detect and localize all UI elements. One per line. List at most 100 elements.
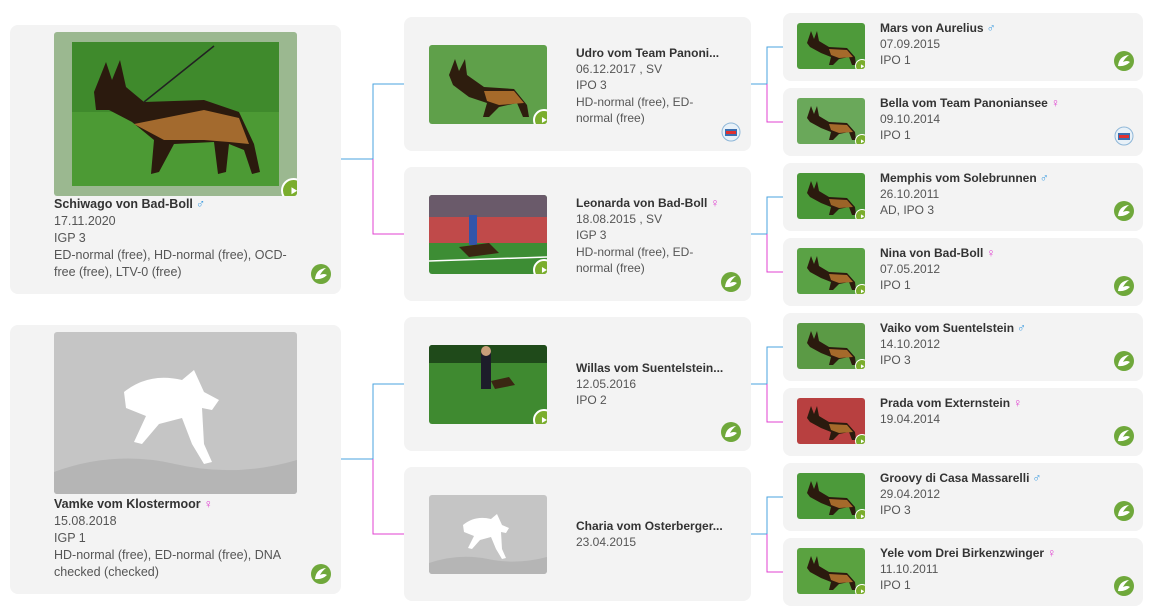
play-video-icon[interactable] [533, 109, 547, 124]
title: IGP 3 [576, 228, 607, 243]
birth-date: 17.11.2020 [54, 213, 116, 228]
play-video-icon[interactable] [855, 284, 865, 294]
dog-photo[interactable] [429, 45, 547, 124]
dog-photo[interactable] [797, 248, 865, 294]
dog-name[interactable]: Mars von Aurelius♂ [880, 21, 996, 35]
female-icon: ♀ [1047, 546, 1057, 560]
dog-photo-placeholder [429, 495, 547, 574]
ancestor-card-sds[interactable]: Memphis vom Solebrunnen♂ 26.10.2011 AD, … [783, 163, 1143, 231]
sire-card[interactable]: Schiwago von Bad-Boll♂ 17.11.2020 IGP 3 … [10, 25, 341, 294]
leaf-logo-icon[interactable] [310, 263, 332, 285]
play-video-icon[interactable] [855, 434, 865, 444]
title: AD, IPO 3 [880, 203, 935, 218]
leaf-logo-icon[interactable] [1113, 350, 1135, 372]
play-video-icon[interactable] [855, 134, 865, 144]
ancestor-card-dds[interactable]: Groovy di Casa Massarelli♂ 29.04.2012 IP… [783, 463, 1143, 531]
dam-dam-card[interactable]: Charia vom Osterberger... 23.04.2015 [404, 467, 751, 601]
title: IGP 1 [54, 530, 86, 545]
female-icon: ♀ [986, 246, 996, 260]
health: ED-normal (free), HD-normal (free), OCD-… [54, 247, 287, 279]
dog-photo[interactable] [797, 473, 865, 519]
male-icon: ♂ [1039, 171, 1049, 185]
title: IPO 3 [880, 353, 911, 368]
dog-name[interactable]: Willas vom Suentelstein... [576, 361, 724, 375]
title: IPO 1 [880, 53, 911, 68]
sire-photo[interactable] [54, 32, 297, 196]
sire-sire-card[interactable]: Udro vom Team Panoni... 06.12.2017 , SV … [404, 17, 751, 151]
play-video-icon[interactable] [855, 584, 865, 594]
leaf-logo-icon[interactable] [310, 563, 332, 585]
dam-sire-card[interactable]: Willas vom Suentelstein... 12.05.2016 IP… [404, 317, 751, 451]
female-icon: ♀ [203, 497, 213, 511]
dog-name[interactable]: Leonarda von Bad-Boll♀ [576, 196, 720, 210]
female-icon: ♀ [710, 196, 720, 210]
dog-name[interactable]: Charia vom Osterberger... [576, 519, 723, 533]
title: IPO 3 [576, 78, 607, 93]
dog-photo[interactable] [797, 323, 865, 369]
leaf-logo-icon[interactable] [1113, 425, 1135, 447]
birth-date: 14.10.2012 [880, 337, 941, 352]
birth-date: 11.10.2011 [880, 562, 939, 577]
leaf-logo-icon[interactable] [1113, 500, 1135, 522]
dam-card[interactable]: Vamke vom Klostermoor♀ 15.08.2018 IGP 1 … [10, 325, 341, 594]
male-icon: ♂ [195, 197, 206, 211]
birth-date: 19.04.2014 [880, 412, 941, 427]
ancestor-card-sdd[interactable]: Nina von Bad-Boll♀ 07.05.2012 IPO 1 [783, 238, 1143, 306]
dog-name[interactable]: Vamke vom Klostermoor♀ [54, 497, 213, 511]
leaf-logo-icon[interactable] [720, 421, 742, 443]
birth-date: 07.09.2015 [880, 37, 941, 52]
birth-date: 15.08.2018 [54, 513, 117, 528]
birth-date: 23.04.2015 [576, 535, 637, 550]
male-icon: ♂ [1032, 471, 1042, 485]
play-video-icon[interactable] [281, 178, 297, 196]
dog-photo[interactable] [797, 398, 865, 444]
dog-name[interactable]: Bella vom Team Panoniansee♀ [880, 96, 1060, 110]
dog-photo[interactable] [429, 345, 547, 424]
leaf-logo-icon[interactable] [1113, 200, 1135, 222]
leaf-logo-icon[interactable] [1113, 275, 1135, 297]
birth-date: 12.05.2016 [576, 377, 637, 392]
dam-photo-placeholder [54, 332, 297, 494]
play-video-icon[interactable] [533, 259, 547, 274]
dog-photo[interactable] [797, 548, 865, 594]
dog-photo[interactable] [797, 98, 865, 144]
ancestor-card-ddd[interactable]: Yele vom Drei Birkenzwinger♀ 11.10.2011 … [783, 538, 1143, 606]
ancestor-card-sss[interactable]: Mars von Aurelius♂ 07.09.2015 IPO 1 [783, 13, 1143, 81]
title: IGP 3 [54, 230, 86, 245]
play-video-icon[interactable] [855, 209, 865, 219]
dog-name[interactable]: Nina von Bad-Boll♀ [880, 246, 996, 260]
leaf-logo-icon[interactable] [720, 271, 742, 293]
dog-photo[interactable] [429, 195, 547, 274]
play-video-icon[interactable] [533, 409, 547, 424]
play-video-icon[interactable] [855, 509, 865, 519]
title: IPO 3 [880, 503, 911, 518]
female-icon: ♀ [1013, 396, 1023, 410]
leaf-logo-icon[interactable] [1113, 575, 1135, 597]
play-video-icon[interactable] [855, 59, 865, 69]
ancestor-card-dss[interactable]: Vaiko vom Suentelstein♂ 14.10.2012 IPO 3 [783, 313, 1143, 381]
birth-date: 07.05.2012 [880, 262, 941, 277]
dog-photo[interactable] [797, 23, 865, 69]
birth-date: 09.10.2014 [880, 112, 941, 127]
dog-name[interactable]: Memphis vom Solebrunnen♂ [880, 171, 1049, 185]
dog-name[interactable]: Schiwago von Bad-Boll♂ [54, 197, 206, 211]
dog-name[interactable]: Vaiko vom Suentelstein♂ [880, 321, 1027, 335]
leaf-logo-icon[interactable] [1113, 50, 1135, 72]
male-icon: ♂ [1017, 321, 1027, 335]
title: IPO 2 [576, 393, 607, 408]
sire-dam-card[interactable]: Leonarda von Bad-Boll♀ 18.08.2015 , SV I… [404, 167, 751, 301]
male-icon: ♂ [986, 21, 996, 35]
dog-name[interactable]: Groovy di Casa Massarelli♂ [880, 471, 1042, 485]
dog-name[interactable]: Udro vom Team Panoni... [576, 46, 720, 60]
title: IPO 1 [880, 578, 911, 593]
ancestor-card-ssd[interactable]: Bella vom Team Panoniansee♀ 09.10.2014 I… [783, 88, 1143, 156]
female-icon: ♀ [1050, 96, 1060, 110]
dog-name[interactable]: Prada vom Externstein♀ [880, 396, 1023, 410]
health: HD-normal (free), ED-normal (free) [576, 94, 694, 125]
play-video-icon[interactable] [855, 359, 865, 369]
dog-name[interactable]: Yele vom Drei Birkenzwinger♀ [880, 546, 1057, 560]
ancestor-card-dsd[interactable]: Prada vom Externstein♀ 19.04.2014 [783, 388, 1143, 456]
birth-date: 26.10.2011 [880, 187, 940, 202]
dog-photo[interactable] [797, 173, 865, 219]
